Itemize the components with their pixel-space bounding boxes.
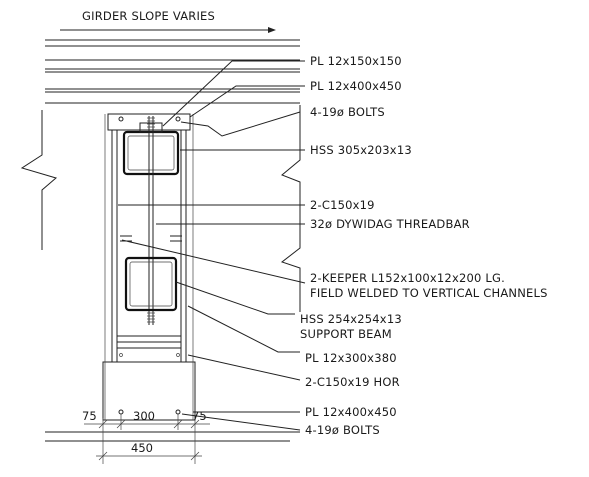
top-pl-150-plate xyxy=(139,122,163,133)
dim-left-75: 75 xyxy=(82,409,97,423)
horizontal-channels xyxy=(117,335,181,349)
dim-middle-300: 300 xyxy=(133,409,155,423)
callout-pl-12x400x450-top: PL 12x400x450 xyxy=(310,79,402,93)
callout-field-welded-note: FIELD WELDED TO VERTICAL CHANNELS xyxy=(310,286,548,300)
girder-bottom-lines xyxy=(45,431,300,442)
dim-overall-450: 450 xyxy=(131,441,153,455)
slope-arrowhead xyxy=(268,27,276,33)
callout-hss-305x203x13: HSS 305x203x13 xyxy=(310,143,412,157)
hss-254x254-section xyxy=(124,256,178,312)
hss-305x203-section xyxy=(122,130,180,176)
callout-bolts-bottom: 4-19ø BOLTS xyxy=(305,423,380,437)
callout-bolts-top: 4-19ø BOLTS xyxy=(310,105,385,119)
left-break-line xyxy=(20,110,58,250)
callout-hss-254x254x13: HSS 254x254x13 xyxy=(300,312,402,326)
keeper-angles xyxy=(120,235,182,242)
dimension-lines xyxy=(84,414,210,464)
callout-keeper-angles: 2-KEEPER L152x100x12x200 LG. xyxy=(310,271,505,285)
callout-2-c150x19: 2-C150x19 xyxy=(310,198,375,212)
girder-lines xyxy=(45,39,300,104)
hss-305x203-inner xyxy=(127,135,175,171)
leader-lines xyxy=(118,60,306,431)
hss-254x254-inner xyxy=(129,261,173,307)
dim-right-75: 75 xyxy=(192,409,207,423)
callout-dywidag-threadbar: 32ø DYWIDAG THREADBAR xyxy=(310,217,470,231)
bottom-base-plate xyxy=(102,361,196,421)
callout-pl-12x150x150: PL 12x150x150 xyxy=(310,54,402,68)
right-break-line xyxy=(280,105,301,312)
vertical-channels xyxy=(104,114,194,420)
callout-support-beam: SUPPORT BEAM xyxy=(300,327,392,341)
dywidag-threadbar xyxy=(147,116,155,325)
callout-2-c150x19-hor: 2-C150x19 HOR xyxy=(305,375,400,389)
girder-slope-note: GIRDER SLOPE VARIES xyxy=(82,9,215,23)
callout-pl-12x400x450-bottom: PL 12x400x450 xyxy=(305,405,397,419)
callout-pl-12x300x380: PL 12x300x380 xyxy=(305,351,397,365)
